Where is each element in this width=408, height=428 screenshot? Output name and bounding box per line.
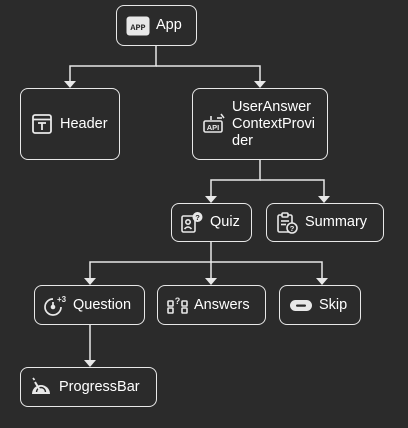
node-app-label: App <box>156 17 182 33</box>
arrowhead-header <box>64 81 76 88</box>
skip-pill-icon <box>289 293 313 317</box>
node-header[interactable]: Header <box>20 88 120 160</box>
question-person-icon: ? <box>180 211 204 235</box>
svg-text:?: ? <box>175 296 181 306</box>
question-counter-icon: +3 <box>43 293 67 317</box>
node-summary-label: Summary <box>305 214 368 230</box>
edge-provider-summary <box>260 179 325 199</box>
node-skip[interactable]: Skip <box>279 285 361 325</box>
gauge-icon <box>29 375 53 399</box>
arrowhead-question <box>84 278 96 285</box>
node-summary[interactable]: ? Summary <box>266 203 384 242</box>
arrowhead-skip <box>316 278 328 285</box>
svg-text:APP: APP <box>130 23 145 33</box>
node-progressbar-label: ProgressBar <box>59 378 140 395</box>
node-provider-label-line1: UserAnswer <box>232 98 311 115</box>
api-plug-icon: API <box>202 112 226 136</box>
node-header-label: Header <box>60 115 108 132</box>
edge-app-provider <box>156 65 261 84</box>
svg-text:+3: +3 <box>57 295 67 304</box>
arrowhead-summary <box>318 196 330 203</box>
node-provider-label-line2: ContextProvi <box>232 115 316 132</box>
arrowhead-provider <box>254 81 266 88</box>
node-useranswer-context-provider[interactable]: API UserAnswer ContextProvi der <box>192 88 328 160</box>
node-question[interactable]: +3 Question <box>34 285 145 325</box>
node-progressbar[interactable]: ProgressBar <box>20 367 157 407</box>
node-app[interactable]: APP App <box>116 5 197 46</box>
arrowhead-progressbar <box>84 360 96 367</box>
node-question-label: Question <box>73 296 132 313</box>
node-skip-label: Skip <box>319 296 348 313</box>
svg-text:?: ? <box>290 223 295 232</box>
clipboard-question-icon: ? <box>275 211 299 235</box>
arrowhead-quiz <box>205 196 217 203</box>
app-badge-icon: APP <box>126 14 150 38</box>
node-provider-label-line3: der <box>232 132 253 149</box>
node-quiz[interactable]: ? Quiz <box>171 203 252 242</box>
edge-provider-quiz <box>210 160 261 199</box>
svg-text:API: API <box>207 123 220 132</box>
arrowhead-answers <box>205 278 217 285</box>
edge-app-header <box>69 46 157 84</box>
node-quiz-label: Quiz <box>210 214 240 230</box>
node-answers-label: Answers <box>194 296 250 313</box>
svg-text:?: ? <box>195 212 200 221</box>
edge-quiz-skip <box>211 261 323 281</box>
browser-window-icon <box>30 112 54 136</box>
node-answers[interactable]: ? Answers <box>157 285 266 325</box>
multiple-choice-icon: ? <box>166 293 190 317</box>
edge-quiz-question <box>89 242 212 281</box>
